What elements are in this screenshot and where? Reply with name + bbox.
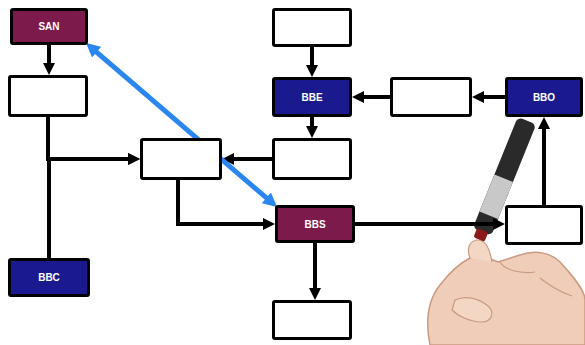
pen-tip — [473, 228, 488, 242]
box-label: BBS — [304, 219, 325, 230]
knuckle — [540, 278, 572, 296]
process-box — [390, 77, 472, 117]
process-box: BBO — [505, 77, 583, 117]
hand-with-marker — [428, 117, 585, 345]
box-label: SAN — [38, 21, 59, 32]
hand — [428, 252, 585, 345]
flow-arrow — [48, 117, 134, 159]
flow-arrow — [358, 95, 390, 99]
double-arrow — [91, 48, 271, 203]
box-label: BBE — [301, 92, 322, 103]
flow-arrow — [47, 45, 51, 69]
flow-arrow — [542, 123, 546, 205]
process-box — [505, 205, 583, 245]
flow-arrow — [310, 47, 314, 71]
process-box — [8, 75, 88, 117]
flow-arrow — [49, 159, 134, 258]
flow-arrow — [355, 222, 499, 226]
process-box — [140, 138, 222, 180]
process-box — [272, 138, 352, 180]
process-box: SAN — [10, 8, 88, 45]
finger — [468, 240, 492, 262]
process-box — [272, 8, 352, 47]
process-box: BBC — [8, 258, 90, 297]
flow-arrow — [310, 117, 314, 132]
box-label: BBO — [533, 92, 555, 103]
knuckle — [500, 262, 535, 273]
process-box: BBS — [275, 205, 355, 243]
flow-arrow — [478, 95, 505, 99]
thumb — [452, 298, 492, 322]
flow-arrow — [228, 157, 272, 161]
box-label: BBC — [38, 272, 60, 283]
process-box: BBE — [272, 77, 352, 117]
process-box — [272, 300, 352, 340]
flow-arrow — [313, 243, 317, 294]
